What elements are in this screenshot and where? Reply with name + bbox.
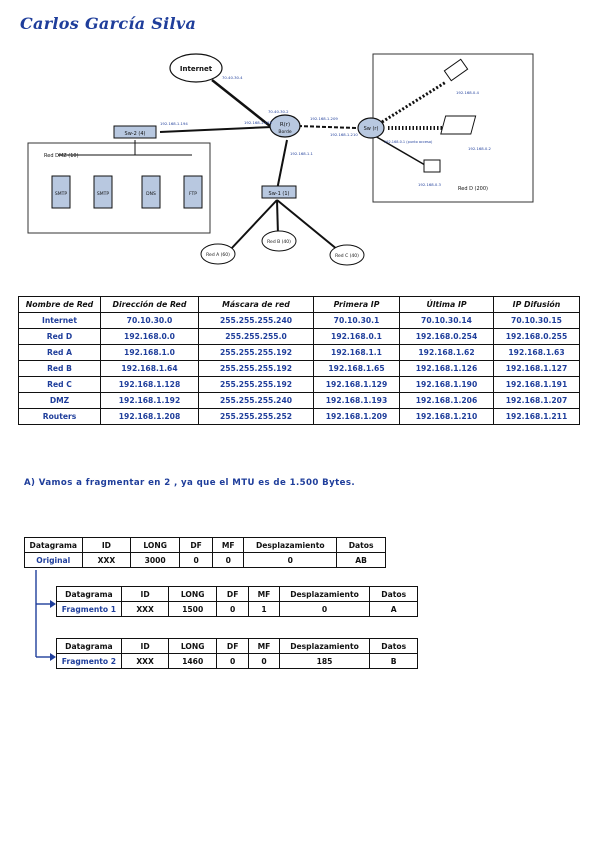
- address-table: Nombre de Red Dirección de Red Máscara d…: [18, 296, 580, 425]
- red-a-cloud: [200, 243, 236, 265]
- network-diagram: Internet R(r) Borde Sw-2 (4) Sw (r) Sw-1…: [27, 53, 534, 266]
- svg-text:Red C (40): Red C (40): [335, 253, 359, 259]
- svg-text:192.168.0.2: 192.168.0.2: [468, 146, 492, 151]
- svg-text:70.40.30.2: 70.40.30.2: [268, 109, 289, 114]
- dmz-box: [27, 142, 211, 234]
- svg-text:Red D (200): Red D (200): [458, 186, 488, 192]
- router-main: [269, 114, 301, 138]
- phone-device: [443, 58, 469, 82]
- svg-text:192.168.0.3: 192.168.0.3: [418, 182, 442, 187]
- svg-text:192.168.0.4: 192.168.0.4: [456, 90, 480, 95]
- laptop-device: [440, 115, 477, 135]
- svg-text:Sw-1 (1): Sw-1 (1): [269, 191, 290, 197]
- svg-text:Red A (60): Red A (60): [206, 252, 230, 258]
- address-table-header: Nombre de Red Dirección de Red Máscara d…: [18, 296, 580, 313]
- svg-text:Borde: Borde: [278, 129, 291, 135]
- svg-text:FTP: FTP: [189, 191, 197, 197]
- svg-text:70.40.30.4: 70.40.30.4: [222, 75, 243, 80]
- server-smtp-1: [51, 175, 71, 209]
- red-b-cloud: [261, 230, 297, 252]
- switch-left: [113, 125, 157, 139]
- svg-text:SMTP: SMTP: [97, 191, 109, 197]
- svg-text:Red DMZ (10): Red DMZ (10): [44, 153, 79, 159]
- svg-text:192.168.1.209: 192.168.1.209: [310, 116, 338, 121]
- internet-cloud: [169, 53, 223, 83]
- svg-text:SMTP: SMTP: [55, 191, 67, 197]
- svg-text:Red B (40): Red B (40): [267, 239, 291, 245]
- red-c-cloud: [329, 244, 365, 266]
- svg-text:R(r): R(r): [280, 122, 290, 128]
- svg-text:192.168.1.210: 192.168.1.210: [330, 132, 358, 137]
- svg-text:192.168.1.193: 192.168.1.193: [244, 120, 272, 125]
- router-right: [357, 117, 385, 139]
- svg-text:192.168.0.1 (punto acceso): 192.168.0.1 (punto acceso): [384, 140, 433, 144]
- svg-text:192.168.1.1: 192.168.1.1: [290, 151, 314, 156]
- svg-text:DNS: DNS: [146, 191, 156, 197]
- svg-text:Sw-2 (4): Sw-2 (4): [125, 131, 146, 137]
- server-smtp-2: [93, 175, 113, 209]
- author-title: Carlos García Silva: [20, 14, 197, 33]
- server-dns: [141, 175, 161, 209]
- svg-text:192.168.1.194: 192.168.1.194: [160, 121, 188, 126]
- svg-text:Sw (r): Sw (r): [364, 126, 379, 132]
- fragmentation-statement: A) Vamos a fragmentar en 2 , ya que el M…: [24, 478, 356, 488]
- server-ftp: [183, 175, 203, 209]
- pc-device: [423, 159, 441, 173]
- internet-label: Internet: [180, 65, 213, 73]
- switch-bottom: [261, 185, 297, 199]
